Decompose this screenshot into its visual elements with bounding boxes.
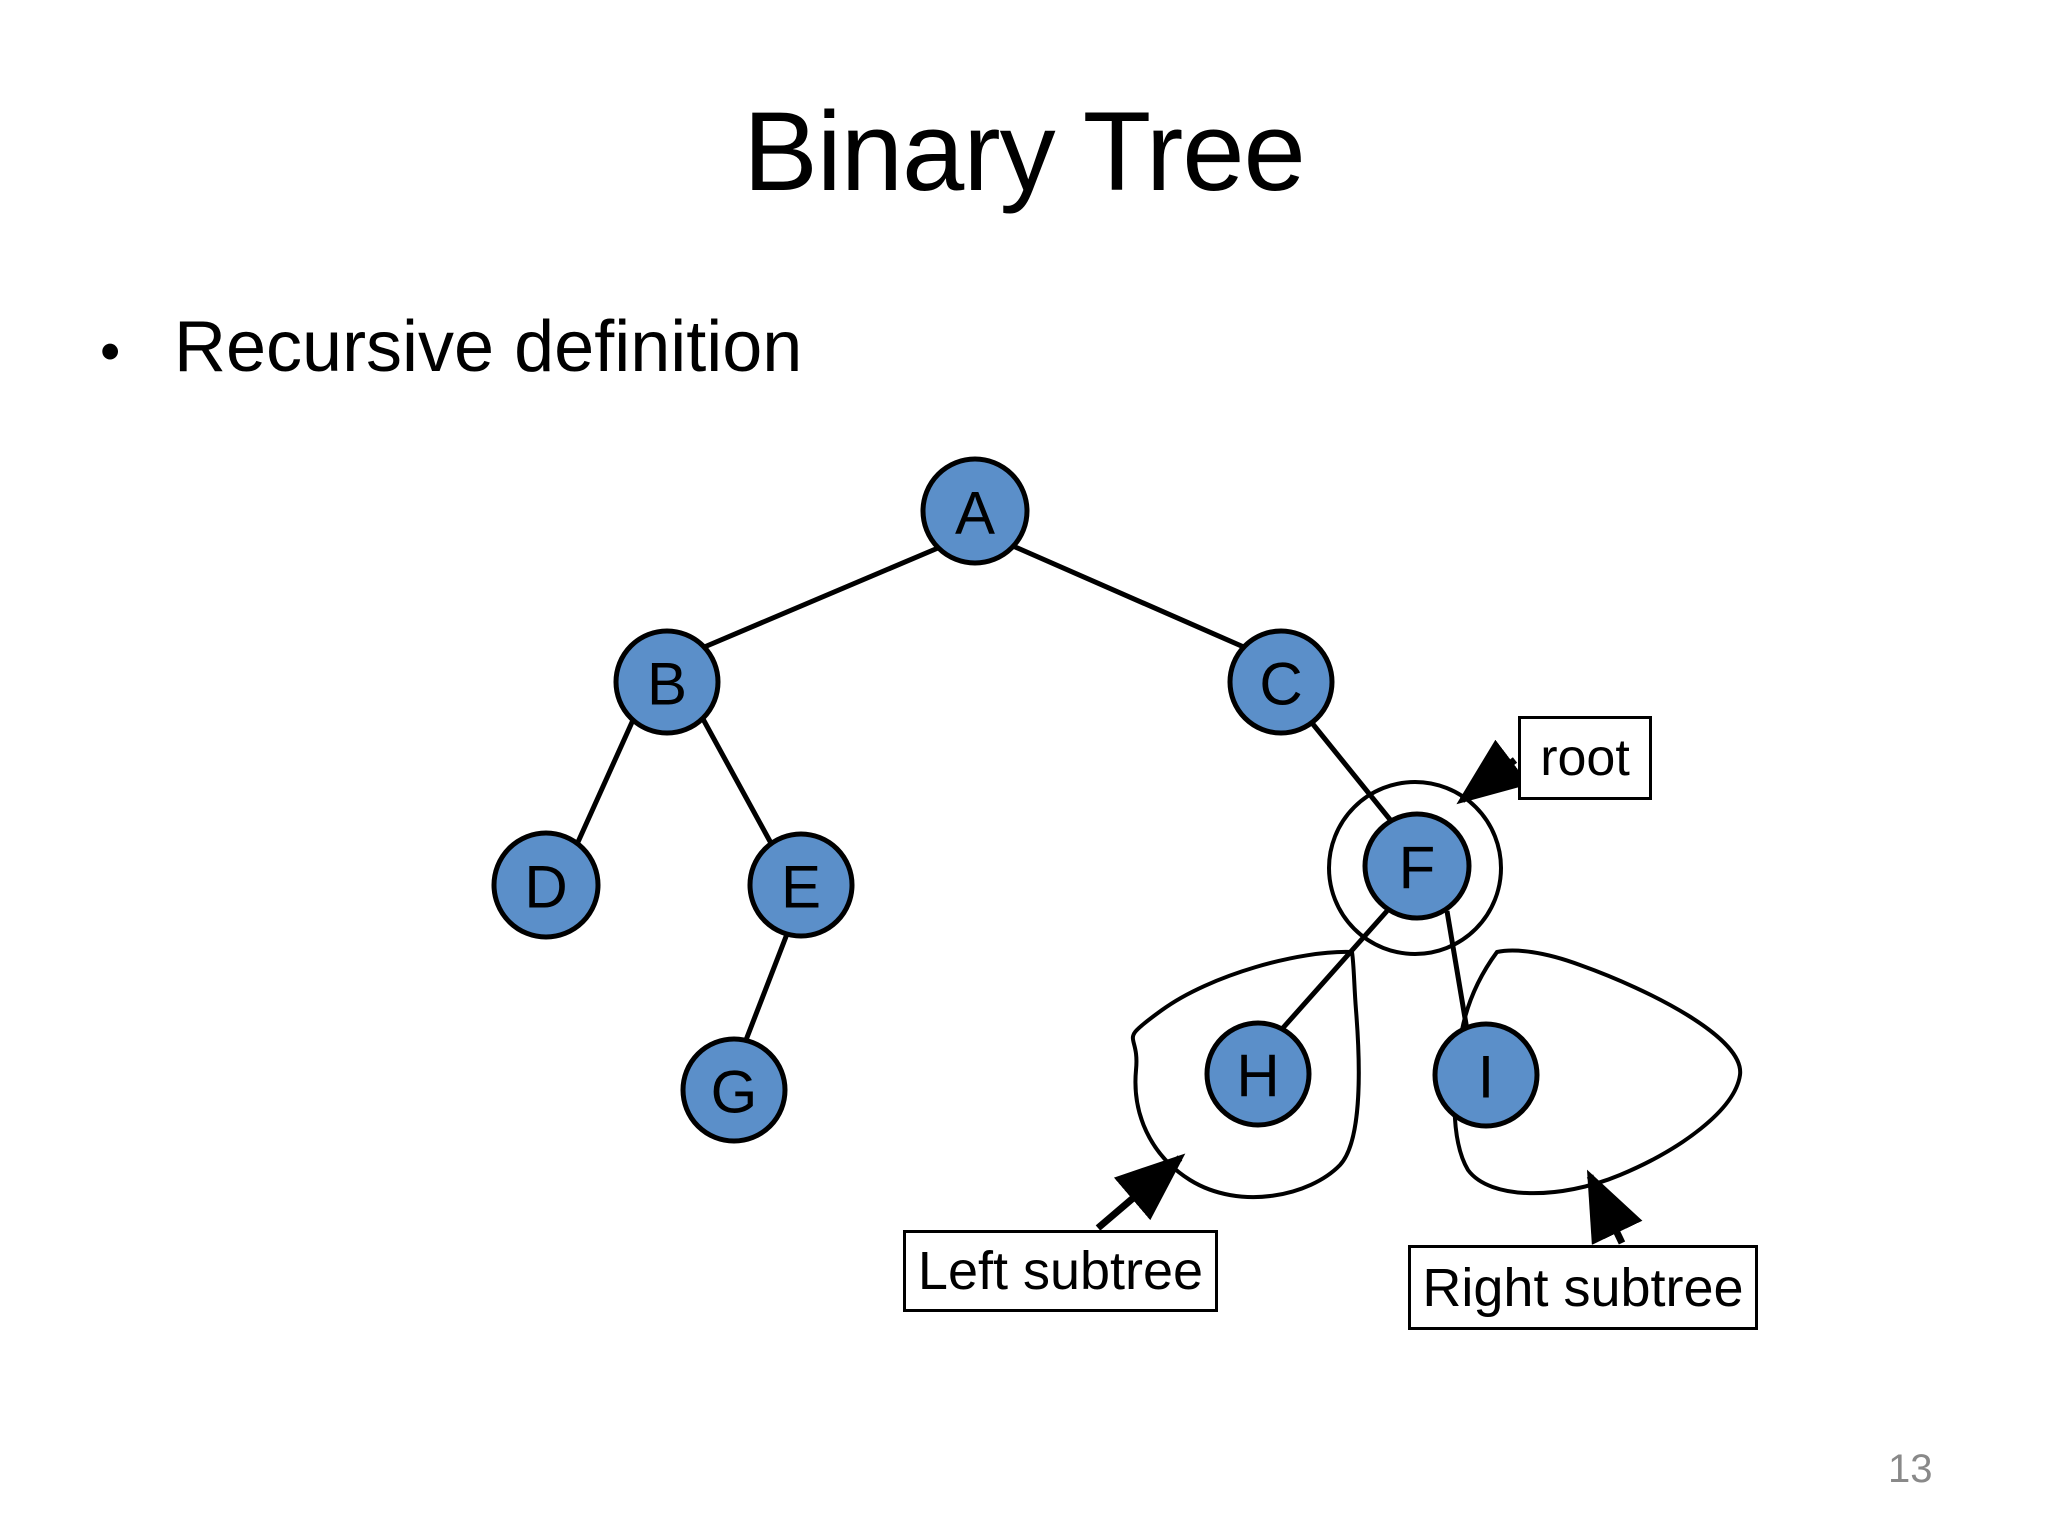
callout-root-label: root [1540,729,1630,787]
tree-node-f[interactable]: F [1362,811,1472,921]
bullet-list: • Recursive definition [100,307,1300,387]
node-circle-f [1362,811,1472,921]
callout-right-subtree: Right subtree [1408,1245,1758,1330]
node-circle-b [613,628,721,736]
node-circle-e [747,831,855,939]
root-callout-arrow [1456,739,1530,805]
node-label-i: I [1478,1044,1495,1111]
node-circle-a [920,456,1030,566]
tree-node-d[interactable]: D [491,830,601,940]
edge-a-b [701,545,939,651]
node-circle-i [1432,1021,1540,1129]
node-label-h: H [1236,1043,1279,1110]
callout-left-subtree: Left subtree [903,1230,1218,1312]
bullet-text: Recursive definition [174,307,803,387]
edge-e-g [743,933,790,1041]
callout-right-subtree-label: Right subtree [1422,1257,1744,1318]
edge-f-h [1280,909,1389,1031]
tree-node-g[interactable]: G [680,1036,788,1144]
tree-node-e[interactable]: E [747,831,855,939]
right-subtree-callout-arrow [1586,1169,1643,1245]
edge-f-i [1444,910,1470,1031]
tree-nodes: A B C D E F G [491,456,1540,1144]
node-label-f: F [1399,835,1436,902]
tree-node-a[interactable]: A [920,456,1030,566]
list-item: • Recursive definition [100,307,1300,387]
node-circle-c [1227,628,1335,736]
tree-node-i[interactable]: I [1432,1021,1540,1129]
tree-node-c[interactable]: C [1227,628,1335,736]
callout-root: root [1518,716,1652,800]
node-label-c: C [1259,651,1302,718]
tree-node-b[interactable]: B [613,628,721,736]
node-label-b: B [647,651,687,718]
node-label-g: G [711,1059,758,1126]
tree-edges [575,543,1470,1041]
page-number: 13 [1888,1447,1933,1491]
left-subtree-callout-arrow [1095,1153,1186,1231]
tree-node-h[interactable]: H [1204,1020,1312,1128]
node-label-a: A [955,480,995,547]
page-title: Binary Tree [743,89,1306,214]
bullet-marker-icon: • [100,319,121,384]
edge-b-d [575,718,636,844]
node-circle-g [680,1036,788,1144]
edge-c-f [1310,721,1394,824]
node-circle-d [491,830,601,940]
node-label-e: E [781,854,821,921]
edge-a-c [1011,543,1248,651]
root-highlight-circle [1327,780,1503,956]
node-label-d: D [524,854,567,921]
node-circle-h [1204,1020,1312,1128]
callout-left-subtree-label: Left subtree [917,1241,1204,1301]
edge-b-e [700,717,775,847]
